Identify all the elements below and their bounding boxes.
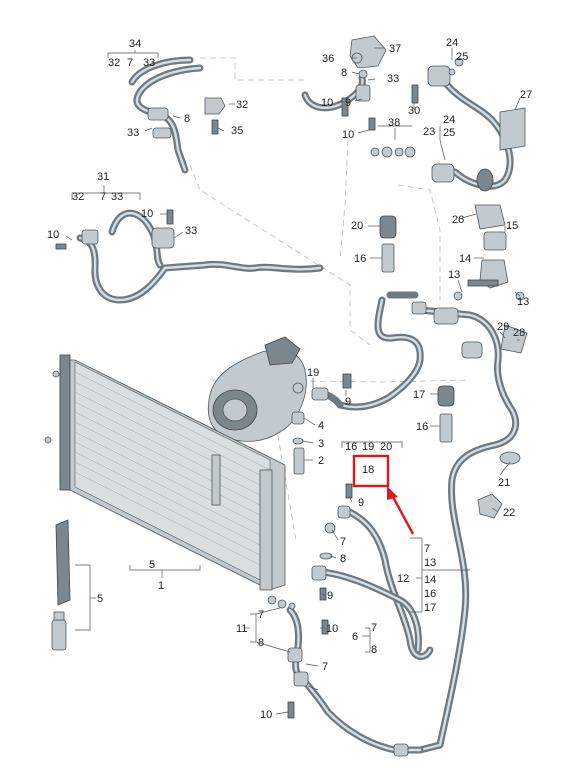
callout-c58: 12 <box>397 573 409 585</box>
callout-c13: 10 <box>321 97 333 109</box>
highlight-arrow <box>390 494 415 535</box>
callout-c16: 38 <box>388 117 400 129</box>
callout-c45: 17 <box>413 389 425 401</box>
callout-c69: 11 <box>236 623 247 635</box>
callout-c19: 30 <box>408 105 420 117</box>
callout-c44: 2 <box>318 455 324 467</box>
callout-c31: 20 <box>351 220 363 232</box>
callout-c64: 5 <box>97 593 103 605</box>
callout-c26: 7 <box>100 191 106 203</box>
callout-c48: 19 <box>362 441 374 453</box>
callout-c53: 22 <box>503 507 515 519</box>
callout-c52: 21 <box>498 477 510 489</box>
callout-c68: 8 <box>371 644 377 656</box>
callout-c24: 31 <box>97 171 109 183</box>
callout-c12: 33 <box>387 73 399 85</box>
compressor-hose <box>292 373 352 409</box>
callout-c61: 17 <box>424 602 436 614</box>
compressor <box>207 336 307 475</box>
callout-c23: 25 <box>443 127 455 139</box>
pipe-assembly-left <box>55 209 324 304</box>
callout-c1: 34 <box>129 38 141 50</box>
callout-c67: 6 <box>352 631 358 643</box>
callout-c33: 26 <box>452 214 464 226</box>
callout-c42: 4 <box>318 420 324 432</box>
pipe-assembly-top-middle <box>301 35 416 158</box>
callout-c9: 36 <box>322 53 334 65</box>
callout-c11: 8 <box>341 67 347 79</box>
hose-assembly-top-right <box>411 57 526 230</box>
callout-c38: 29 <box>497 321 509 333</box>
callout-c34: 15 <box>506 220 518 232</box>
highlight-marker <box>352 454 415 535</box>
highlight-arrowhead <box>387 486 398 500</box>
callout-c25: 32 <box>72 191 84 203</box>
hose-assembly-center <box>336 231 528 754</box>
callout-c54: 7 <box>340 536 346 548</box>
callout-c4: 33 <box>143 57 155 69</box>
callout-c28: 10 <box>47 229 59 241</box>
callout-c18: 25 <box>456 51 468 63</box>
callout-c2: 32 <box>108 57 120 69</box>
callout-c27: 33 <box>111 191 123 203</box>
callout-c40: 19 <box>307 367 319 379</box>
callout-c57: 13 <box>424 557 436 569</box>
callout-c14: 9 <box>345 97 351 109</box>
callout-c15: 10 <box>342 129 354 141</box>
callout-c63: 1 <box>158 580 164 592</box>
condenser <box>44 354 286 605</box>
callout-c62: 5 <box>149 559 155 571</box>
callout-c70: 10 <box>326 623 338 635</box>
callout-c72: 8 <box>258 637 264 649</box>
callout-c71: 7 <box>258 609 264 621</box>
callout-c20: 27 <box>520 89 532 101</box>
callout-c29: 10 <box>141 208 153 220</box>
callout-c66: 7 <box>371 622 377 634</box>
callout-c39: 28 <box>513 327 525 339</box>
callout-c43: 3 <box>318 438 324 450</box>
callout-c74: 10 <box>260 709 272 721</box>
callout-c22: 23 <box>423 126 435 138</box>
callout-c6: 33 <box>127 127 139 139</box>
pipe-assembly-lower <box>277 483 434 757</box>
callout-c55: 8 <box>340 553 346 565</box>
callout-c41: 9 <box>345 396 351 408</box>
callout-c17: 24 <box>446 37 458 49</box>
callout-c47: 16 <box>345 441 357 453</box>
callout-c10: 37 <box>389 43 401 55</box>
callout-c60: 16 <box>424 588 436 600</box>
highlight-box <box>352 454 390 488</box>
callout-c21: 24 <box>443 114 455 126</box>
callout-c51: 9 <box>358 497 364 509</box>
callout-c59: 14 <box>424 574 436 586</box>
callout-c8: 35 <box>231 125 243 137</box>
callout-c46: 16 <box>416 421 428 433</box>
pressure-sensors <box>379 215 455 443</box>
callout-c73: 7 <box>322 661 328 673</box>
callout-c32: 16 <box>354 253 366 265</box>
callout-c30: 33 <box>185 225 197 237</box>
callout-c36: 13 <box>448 269 460 281</box>
callout-c56: 7 <box>424 543 430 555</box>
receiver-drier <box>51 519 71 651</box>
pipe-assembly-top-left <box>128 56 226 174</box>
callout-c65: 9 <box>327 590 333 602</box>
callout-labels: 34 32 7 33 32 33 8 35 36 37 8 33 10 9 10… <box>47 37 532 721</box>
leader-lines <box>65 47 521 715</box>
callout-c37: 13 <box>517 296 529 308</box>
callout-c5: 32 <box>236 99 248 111</box>
callout-c50: 18 <box>362 464 374 476</box>
callout-c3: 7 <box>127 57 133 69</box>
callout-c35: 14 <box>459 253 471 265</box>
callout-c49: 20 <box>380 441 392 453</box>
callout-c7: 8 <box>184 113 190 125</box>
